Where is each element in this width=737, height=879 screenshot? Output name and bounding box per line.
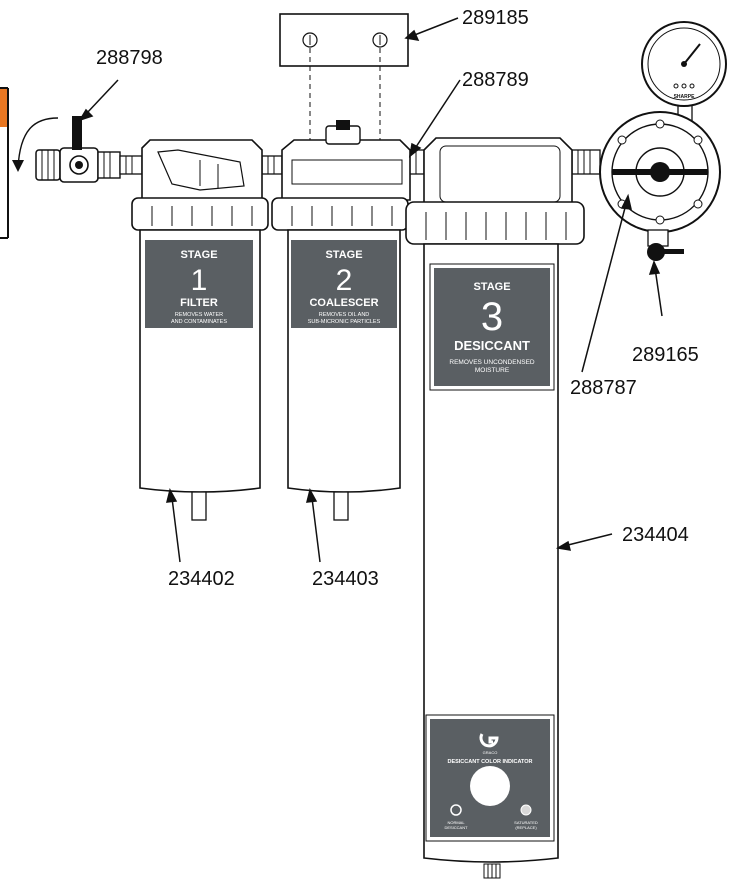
saturated-label-line2: (REPLACE) [515, 825, 537, 830]
stage2-coalescer: STAGE 2 COALESCER REMOVES OIL AND SUB-MI… [271, 120, 411, 521]
saturated-label-line1: SATURATED [514, 820, 538, 825]
accent-tab [0, 89, 8, 127]
indicator-window [470, 766, 510, 806]
stage2-stage-text: STAGE [325, 249, 362, 261]
stage1-stage-text: STAGE [180, 249, 217, 261]
indicator-brand: GRACO [483, 750, 498, 755]
normal-dot [450, 804, 462, 816]
callout-bracket: 289185 [462, 7, 529, 29]
stage1-label-panel [145, 240, 253, 328]
stage3-desc-line1: REMOVES UNCONDENSED [449, 359, 535, 366]
drain-valve-icon [647, 243, 665, 261]
stage3-number: 3 [481, 295, 503, 339]
valve-handle [72, 116, 82, 150]
mounting-bracket [279, 13, 409, 140]
stage2-desc-line1: REMOVES OIL AND [319, 312, 370, 318]
gauge-brand: SHARPE [674, 94, 696, 100]
callout-coupler: 288789 [462, 69, 529, 91]
stage2-name: COALESCER [309, 297, 378, 309]
stage3-label-panel [434, 268, 550, 386]
stage2-number: 2 [336, 264, 353, 297]
callout-valve: 288798 [96, 47, 163, 69]
stage3-stage-text: STAGE [473, 281, 510, 293]
stage1-filter: STAGE 1 FILTER REMOVES WATER AND CONTAMI… [131, 139, 269, 521]
ball-valve [12, 116, 121, 183]
gauge-needle [683, 43, 701, 65]
leader-lines [78, 17, 663, 563]
stage1-number: 1 [191, 264, 208, 297]
stage1-desc-line2: AND CONTAMINATES [171, 319, 227, 325]
graco-logo-icon [479, 733, 499, 748]
stage2-label-panel [291, 240, 397, 328]
normal-label-line2: DESICCANT [444, 825, 468, 830]
stage3-desiccant: STAGE 3 DESICCANT REMOVES UNCONDENSED MO… [405, 137, 585, 879]
callout-stage1-bowl: 234402 [168, 568, 235, 590]
stage3-name: DESICCANT [454, 338, 530, 353]
callout-regulator: 288787 [570, 377, 637, 399]
callout-stage3-bowl: 234404 [622, 524, 689, 546]
saturated-dot [520, 804, 532, 816]
stage1-desc-line1: REMOVES WATER [175, 312, 223, 318]
callout-drain-valve: 289165 [632, 344, 699, 366]
stage3-desc-line2: MOISTURE [475, 367, 510, 374]
page-frame-fragment [0, 87, 9, 239]
stage2-desc-line2: SUB-MICRONIC PARTICLES [308, 319, 381, 325]
callout-stage2-bowl: 234403 [312, 568, 379, 590]
indicator-title: DESICCANT COLOR INDICATOR [447, 759, 532, 765]
regulator-assembly: SHARPE [599, 21, 727, 261]
stage1-name: FILTER [180, 297, 218, 309]
normal-label-line1: NORMAL [447, 820, 465, 825]
